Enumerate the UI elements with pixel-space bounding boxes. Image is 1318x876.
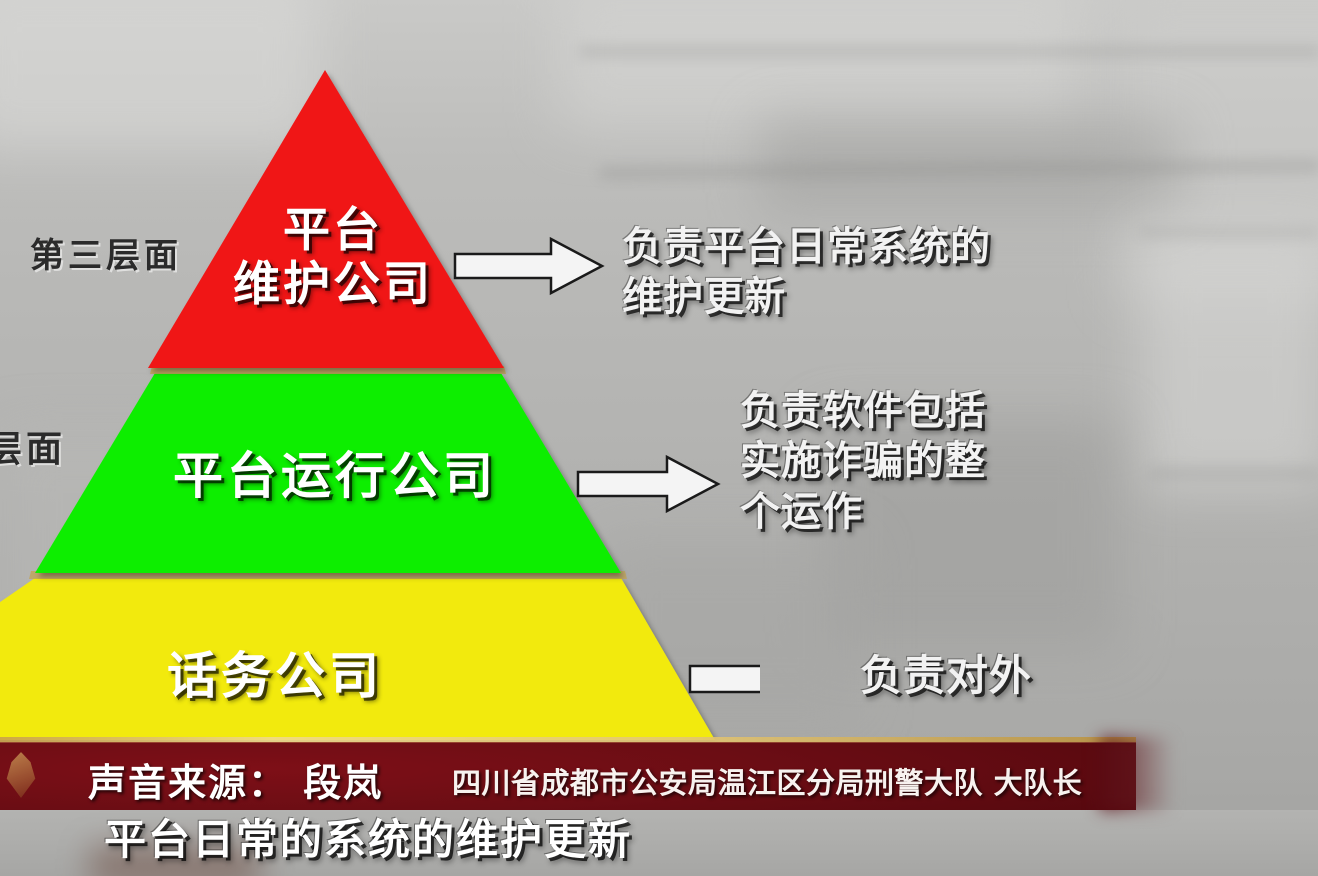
right-arrow-icon	[453, 236, 605, 296]
background-blur-shape	[1140, 230, 1318, 490]
banner-affiliation: 四川省成都市公安局温江区分局刑警大队 大队长	[452, 766, 1083, 800]
tier-bottom-title: 话务公司	[167, 647, 383, 705]
pyramid-tier-top[interactable]	[148, 70, 504, 368]
background-blur-shape	[0, 0, 320, 150]
tier-top-annotation: 负责平台日常系统的 维护更新	[622, 224, 991, 321]
tier-middle-title: 平台运行公司	[173, 447, 497, 505]
background-blur-line	[1140, 230, 1318, 235]
pyramid-tier-middle[interactable]	[35, 373, 621, 573]
tier-top-title: 平台 维护公司	[233, 203, 433, 312]
banner-source-label: 声音来源： 段岚	[88, 761, 384, 805]
tier-label-third: 第三层面	[30, 236, 182, 276]
banner-gold-rule	[0, 737, 1136, 743]
right-arrow-icon	[688, 664, 760, 694]
background-blur-shape	[760, 120, 1180, 210]
tier-bottom-annotation: 负责对外	[860, 651, 1033, 700]
background-blur-line	[1150, 470, 1318, 476]
background-blur-shape	[560, 0, 1080, 130]
pyramid-diagram	[0, 70, 760, 740]
pyramid-tier-bottom[interactable]	[0, 578, 715, 740]
background-blur-line	[580, 48, 1318, 55]
right-arrow-icon	[576, 454, 721, 514]
caption-strip-shadow	[90, 846, 260, 876]
tier-middle-annotation: 负责软件包括 实施诈骗的整 个运作	[740, 388, 986, 535]
background-blur-shape	[820, 420, 1120, 650]
subtitle-caption: 平台日常的系统的维护更新	[104, 815, 633, 864]
lower-third-banner	[0, 742, 1136, 810]
banner-right-fade	[1100, 737, 1170, 811]
tier-label-second: 层面	[0, 429, 67, 470]
